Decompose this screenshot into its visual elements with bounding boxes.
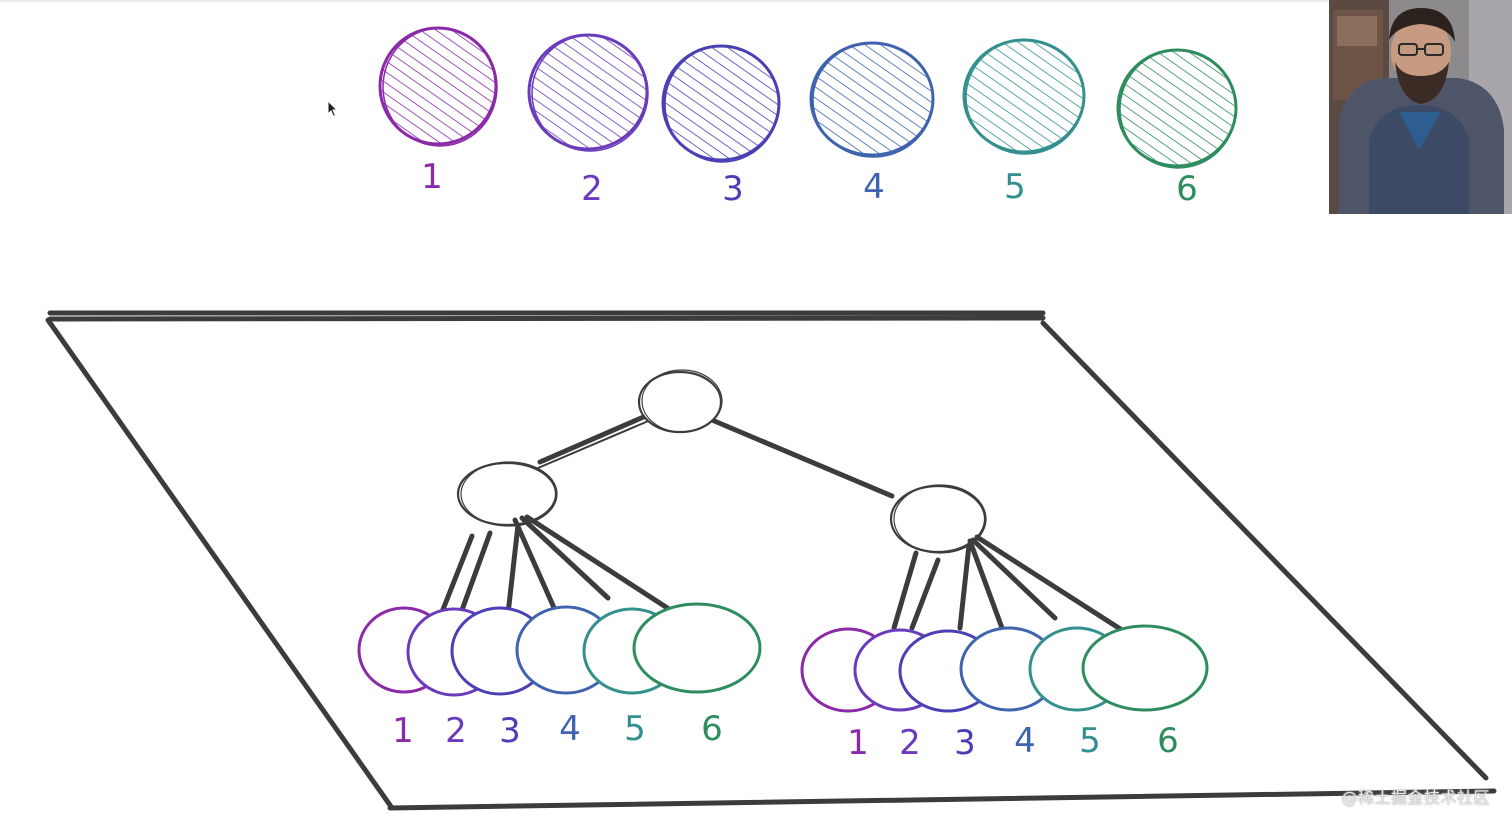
top-circle-5 bbox=[964, 40, 1084, 154]
left-leaf-label-4: 4 bbox=[559, 709, 581, 749]
plane-bottom-edge bbox=[390, 791, 1494, 808]
left-leaf-label-3: 3 bbox=[499, 711, 521, 751]
edge-root-left bbox=[540, 412, 655, 462]
top-circle-4 bbox=[811, 43, 933, 157]
top-label-4: 4 bbox=[863, 167, 885, 207]
top-circle-2 bbox=[529, 35, 648, 151]
left-leaf-label-5: 5 bbox=[624, 709, 646, 749]
top-label-3: 3 bbox=[722, 169, 744, 209]
right-leaf-label-6: 6 bbox=[1157, 721, 1179, 761]
edge-root-left-b bbox=[538, 416, 660, 468]
left-leaf-label-1: 1 bbox=[392, 711, 414, 751]
right-leaf-label-2: 2 bbox=[899, 723, 921, 763]
left-leaf-6 bbox=[634, 604, 760, 692]
right-leaf-label-3: 3 bbox=[954, 723, 976, 763]
left-leaf-label-2: 2 bbox=[445, 711, 467, 751]
presenter-video-frame bbox=[1329, 0, 1512, 214]
left-leaf-labels: 1 2 3 4 5 6 bbox=[392, 709, 723, 751]
plane-top-edge-b bbox=[50, 318, 1043, 319]
left-leaf-circles bbox=[359, 604, 760, 695]
plane-right-edge bbox=[1043, 323, 1486, 778]
right-leaf-labels: 1 2 3 4 5 6 bbox=[847, 721, 1179, 763]
top-circle-6 bbox=[1118, 50, 1236, 168]
top-label-6: 6 bbox=[1176, 169, 1198, 209]
left-leaf-edges bbox=[442, 517, 672, 614]
left-leaf-label-6: 6 bbox=[701, 709, 723, 749]
watermark-text: @稀土掘金技术社区 bbox=[1341, 784, 1490, 808]
top-label-1: 1 bbox=[421, 157, 443, 197]
presenter-video-feed bbox=[1329, 0, 1512, 214]
edge-root-right bbox=[712, 420, 892, 496]
tree-edges bbox=[538, 412, 892, 496]
top-label-2: 2 bbox=[581, 169, 603, 209]
top-circle-row bbox=[380, 28, 1236, 168]
top-label-5: 5 bbox=[1004, 167, 1026, 207]
top-row-labels: 1 2 3 4 5 6 bbox=[421, 157, 1198, 209]
top-circle-1 bbox=[380, 28, 497, 146]
top-circle-3 bbox=[663, 46, 779, 162]
tree-left-node bbox=[458, 462, 557, 526]
right-leaf-circles bbox=[802, 626, 1207, 711]
right-leaf-6 bbox=[1083, 626, 1207, 710]
parallelogram-plane bbox=[48, 313, 1494, 808]
right-leaf-label-4: 4 bbox=[1014, 721, 1036, 761]
mouse-pointer-icon bbox=[327, 100, 339, 118]
right-leaf-label-1: 1 bbox=[847, 723, 869, 763]
tree-root-node bbox=[639, 370, 722, 432]
plane-left-edge bbox=[48, 320, 392, 808]
right-leaf-label-5: 5 bbox=[1079, 721, 1101, 761]
